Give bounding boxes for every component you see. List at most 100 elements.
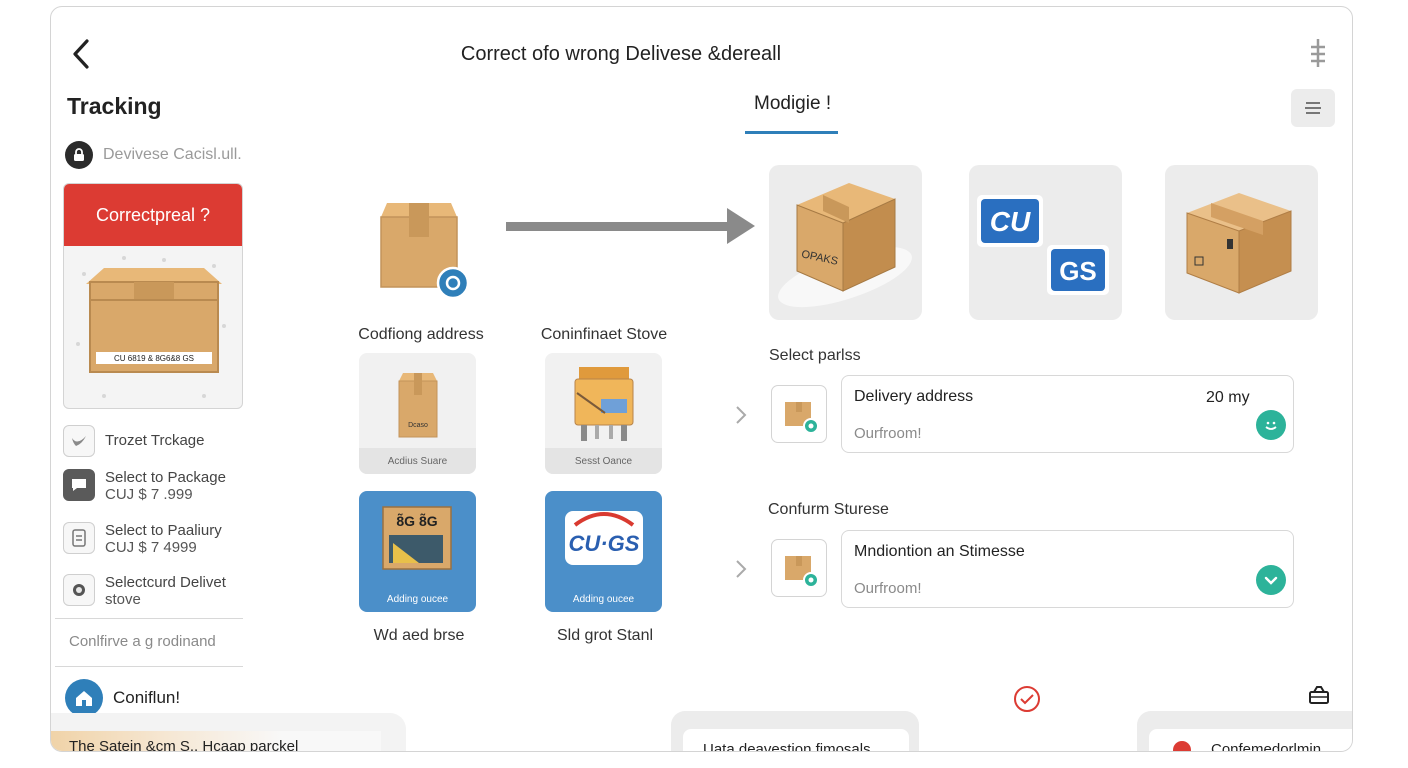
small-box-icon bbox=[785, 556, 819, 588]
chevron-left-icon bbox=[73, 39, 89, 69]
expand-button[interactable] bbox=[731, 557, 751, 581]
sidebar-item-select-paaliury[interactable]: Select to Paaliury CUJ $ 7 4999 bbox=[63, 522, 263, 556]
device-label: Devivese Cacisl.ull. bbox=[103, 146, 242, 163]
sidebar-item-label: Select to Package bbox=[105, 469, 226, 486]
sidebar-item-label: Trozet Trckage bbox=[105, 432, 205, 449]
parcel-box-icon bbox=[1186, 193, 1292, 294]
sidebar-item-target-package[interactable]: Trozet Trckage bbox=[63, 425, 263, 457]
confirm-store-field[interactable]: Mndiontion an Stimesse Ourfroom! bbox=[841, 530, 1294, 608]
option-parcel-opaks[interactable]: OPAKS bbox=[769, 165, 922, 320]
bottom-card-text: Uata deavestion fjmosals bbox=[703, 741, 871, 752]
open-box-icon: CU 6819 & 8G6&8 GS bbox=[76, 256, 226, 398]
smile-icon bbox=[1256, 410, 1286, 440]
parcel-card-box-label: CU 6819 & 8G6&8 GS bbox=[114, 354, 194, 363]
field-title: Mndiontion an Stimesse bbox=[854, 543, 1025, 560]
bag-icon bbox=[1309, 686, 1329, 704]
option-parcel-box[interactable] bbox=[1165, 165, 1318, 320]
sidebar-item-label: Select to Paaliury bbox=[105, 522, 222, 539]
tile-caption: Sesst Oance bbox=[545, 448, 662, 474]
app-window: Correct ofo wrong Delivese &dereall Trac… bbox=[50, 6, 1353, 752]
back-button[interactable] bbox=[67, 37, 97, 71]
status-dot-icon bbox=[1173, 741, 1191, 751]
bottom-card-inner bbox=[1149, 729, 1352, 751]
tile-address-square[interactable]: Dcaso Acdius Suare bbox=[359, 353, 476, 474]
small-box-label: Dcaso bbox=[408, 422, 428, 429]
bag-button[interactable] bbox=[1307, 683, 1331, 707]
sidebar-item-sub: CUJ $ 7 4999 bbox=[105, 539, 197, 556]
check-icon bbox=[1256, 565, 1286, 595]
sidebar-item-label: Selectcurd Delivet bbox=[105, 574, 226, 591]
tab-active-indicator bbox=[745, 131, 838, 134]
document-icon bbox=[63, 522, 95, 554]
section-confirm-store-label: Confurm Sturese bbox=[768, 501, 889, 518]
device-row[interactable]: Devivese Cacisl.ull. bbox=[65, 140, 242, 170]
chevron-right-icon bbox=[736, 560, 747, 578]
bottom-right-label: Sld grot Stanl bbox=[556, 627, 654, 644]
tile-caption: Adding oucee bbox=[386, 593, 449, 605]
drag-handle-button[interactable] bbox=[1307, 37, 1329, 69]
flow-arrow-head bbox=[727, 208, 755, 244]
cu-gs-logo-text: CU·GS bbox=[569, 531, 640, 556]
page-title: Correct ofo wrong Delivese &dereall bbox=[460, 43, 782, 65]
address-label: Codfiong address bbox=[358, 326, 484, 343]
bottom-left-label: Wd aed brse bbox=[373, 627, 465, 644]
tile-smart-store[interactable]: Sesst Oance bbox=[545, 353, 662, 474]
tile-adding-source-1[interactable]: 8̃G 8̃G Adding oucee bbox=[359, 491, 476, 612]
bottom-card-inner bbox=[683, 729, 909, 751]
brand-box-mark: 8̃G 8̃G bbox=[396, 512, 437, 529]
home-icon bbox=[65, 679, 103, 717]
sidebar-divider bbox=[55, 618, 243, 619]
tile-caption: Acdius Suare bbox=[359, 448, 476, 474]
parcel-box-icon: OPAKS bbox=[778, 183, 912, 308]
confirm-button[interactable]: Coniflun! bbox=[65, 679, 180, 717]
field-title: Delivery address bbox=[854, 388, 974, 405]
tab-modify[interactable]: Modigie ! bbox=[754, 93, 832, 114]
bottom-panel-strip bbox=[51, 731, 381, 751]
option-cu-gs[interactable]: CU GS bbox=[969, 165, 1122, 320]
parcel-card[interactable]: Correctpreal ? CU 6819 & 8G6&8 GS bbox=[63, 183, 243, 409]
confirm-road-link[interactable]: Conlfirve a g rodinand bbox=[69, 633, 216, 650]
brand-box-icon: 8̃G 8̃G bbox=[382, 506, 452, 570]
bottom-panel-text: The Satein &cm S.. Hcaap parckel bbox=[69, 738, 299, 752]
field-value: 20 my bbox=[1206, 389, 1250, 406]
sidebar-item-select-package[interactable]: Select to Package CUJ $ 7 .999 bbox=[63, 469, 263, 503]
store-label: Coninfinaet Stove bbox=[540, 326, 668, 343]
sidebar-item-sub: stove bbox=[105, 591, 141, 608]
small-box-icon bbox=[785, 402, 819, 434]
section-select-parcels-label: Select parlss bbox=[769, 347, 861, 364]
lock-icon bbox=[65, 141, 93, 169]
parcel-thumbnail bbox=[771, 539, 827, 597]
cu-logo-text: CU bbox=[990, 206, 1031, 237]
cu-gs-logo-icon: CU·GS bbox=[565, 511, 643, 565]
field-subtext: Ourfroom! bbox=[854, 580, 922, 597]
cu-gs-store-icon: CU GS bbox=[977, 195, 1109, 295]
parcel-box-icon bbox=[380, 203, 470, 300]
drag-handle-icon bbox=[1311, 39, 1325, 67]
camera-icon bbox=[63, 574, 95, 606]
sidebar-heading: Tracking bbox=[67, 93, 162, 119]
menu-icon bbox=[1305, 102, 1321, 114]
parcel-card-title: Correctpreal ? bbox=[64, 184, 242, 246]
chat-icon bbox=[63, 469, 95, 501]
check-circle-icon bbox=[1014, 686, 1040, 712]
chevron-right-icon bbox=[736, 406, 747, 424]
bird-icon bbox=[63, 425, 95, 457]
field-subtext: Ourfroom! bbox=[854, 425, 922, 442]
flow-arrow-line bbox=[506, 222, 731, 231]
gs-logo-text: GS bbox=[1059, 256, 1097, 286]
bottom-card-text: Confemedorlmin bbox=[1211, 741, 1322, 752]
delivery-address-field[interactable]: Delivery address 20 my Ourfroom! bbox=[841, 375, 1294, 453]
confirm-label: Coniflun! bbox=[113, 688, 181, 707]
tile-adding-source-2[interactable]: CU·GS Adding oucee bbox=[545, 491, 662, 612]
expand-button[interactable] bbox=[731, 403, 751, 427]
menu-button[interactable] bbox=[1291, 89, 1335, 127]
sidebar-item-sub: CUJ $ 7 .999 bbox=[105, 486, 193, 503]
sidebar-divider bbox=[55, 666, 243, 667]
store-kiosk-icon bbox=[574, 367, 634, 441]
small-box-icon: Dcaso bbox=[398, 373, 438, 438]
confirm-check-button[interactable] bbox=[1013, 685, 1041, 713]
parcel-thumbnail bbox=[771, 385, 827, 443]
tile-caption: Adding oucee bbox=[572, 593, 635, 605]
source-parcel bbox=[373, 199, 473, 304]
sidebar-item-selected-delivery[interactable]: Selectcurd Delivet stove bbox=[63, 574, 263, 608]
